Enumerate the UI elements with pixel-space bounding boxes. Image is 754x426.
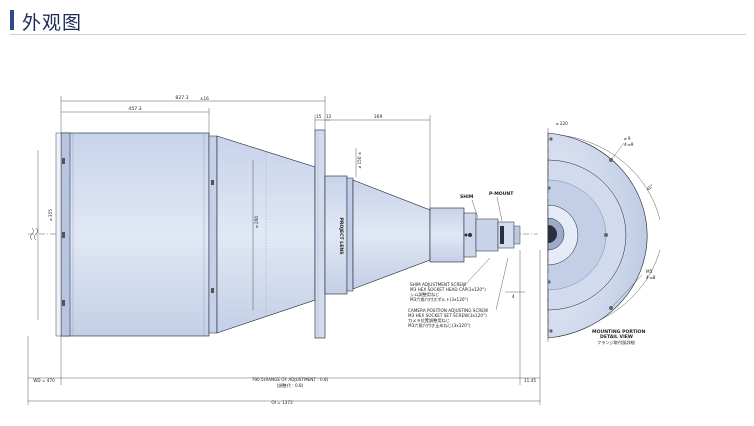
dim-wd: WD = 470 [33,378,55,383]
lens-vertical-label: PROJECT LENS [338,218,344,255]
detail-dim-9: ⌀ 9 [624,136,631,141]
page-header: 外观图 [0,0,754,38]
mount-flange [314,129,354,339]
detail-dim-45: 45° [645,183,654,192]
cam-screw-label-3: カメラ位置調整用ねじ [408,317,450,324]
dim-rear-length: 169 [374,114,383,120]
shim-label: SHIM [460,194,474,200]
dim-diameter-left: ⌀ 355 [48,209,53,221]
dim-diameter-small: ⌀ 150 ± [357,151,362,168]
pmount-label: P-MOUNT [489,191,514,197]
lens-body [55,132,218,337]
detail-title-3: フランジ取付部詳細 [597,339,635,346]
header-divider [10,34,746,35]
cam-screw-label-2: M3 HEX SOCKET SET SCREW(3x120°) [408,313,487,318]
dim-total-tolerance: ±16 [200,96,209,101]
rear-barrel [352,179,521,290]
detail-dim-220: ⌀ 220 [556,121,568,126]
callout-leaders [462,196,509,311]
detail-dim-m5b: 4-⌀8 [646,275,656,280]
cone-section [216,135,316,334]
break-mark [30,227,38,241]
dim-body-length: 457.3 [128,106,141,112]
dim-flange-a: 15 [316,114,322,119]
mount-detail-view [547,128,661,342]
dim-adjust: 790.5(RANGE OF ADJUSTMENT : 0.8) [252,377,329,382]
detail-title: MOUNTING PORTION [592,329,645,335]
shim-screw-label-3: シム調整用ねじ [410,291,439,298]
cam-screw-label: CAMERA POSITION ADJUSTING SCREW [408,308,488,313]
dim-right-small: 11.45 [524,378,536,383]
dim-oi: OI = 1373 [271,400,293,405]
detail-dim-m5: M5 [646,269,653,274]
dim-flange-b: 12 [326,114,332,119]
top-dimensions [37,96,431,320]
shim-screw-label-4: M3六角穴付きボルト(3x120°) [410,296,469,303]
shim-screw-label: SHIM ADJUSTMENT SCREW [410,282,466,287]
header-accent-bar [10,10,14,30]
dim-adjust-jp: (調整代 : 0.8) [277,382,304,389]
bottom-dimensions [27,250,541,405]
shim-screw-label-2: M3 HEX SOCKET HEAD CAP(3x120°) [410,287,486,292]
cam-screw-label-4: M3六角穴付き止めねじ(3x120°) [408,322,471,329]
detail-title-2: DETAIL VIEW [600,334,633,340]
detail-dim-9b: 4-⌀9 [624,142,634,147]
dim-total-length: 827.3 [175,95,188,101]
dim-four: 4 [512,294,515,299]
page-title: 外观图 [22,12,83,34]
dim-diameter-mid: ⌀ 260 [254,216,259,228]
